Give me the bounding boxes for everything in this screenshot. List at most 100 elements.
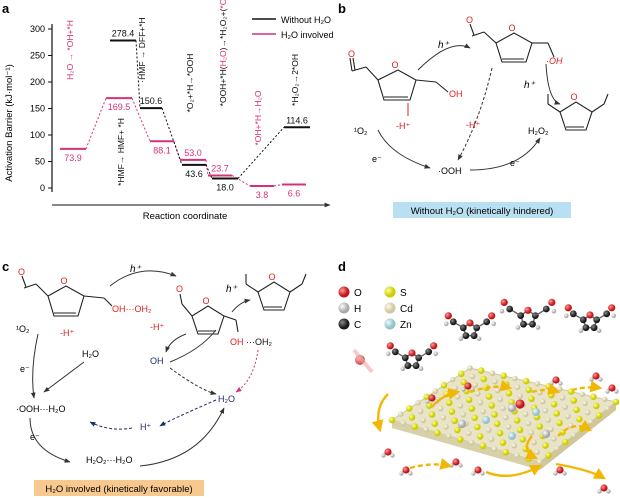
sulfur-atom: [525, 386, 533, 394]
sulfur-atom: [428, 411, 436, 418]
cadmium-atom: [551, 436, 557, 442]
carbon-atom: [462, 332, 470, 340]
oxidation-arrow-c1: [109, 270, 177, 287]
legend-atom-h: [338, 302, 350, 314]
cadmium-atom: [565, 413, 571, 420]
water-oxygen: [452, 458, 460, 466]
ooh-h2o-label: ·OOH···H₂O: [16, 404, 65, 414]
cadmium-atom: [397, 411, 404, 418]
cadmium-atom: [420, 417, 427, 424]
sulfur-atom: [562, 438, 569, 446]
cadmium-atom: [475, 391, 481, 397]
sulfur-atom: [426, 402, 433, 410]
oxygen-atom: [608, 304, 616, 312]
sulfur-atom: [508, 399, 515, 406]
step-label-h2o2-formation: *OOH+*H(H₂O)→*H₂O₂+(*OH): [218, 0, 228, 106]
cadmium-atom: [415, 399, 421, 406]
water-hydrogen: [558, 381, 563, 386]
hmf-aldehyde-oxygen: O: [348, 49, 355, 59]
e-label-c1: e⁻: [20, 364, 30, 374]
hydrogen-atom: [400, 366, 406, 372]
h2o-involved-value-label: 6.6: [288, 189, 301, 199]
hydrogen-atom: [535, 325, 541, 330]
h2o-involved-value-label: 169.5: [108, 102, 131, 112]
water-hydrogen: [425, 399, 430, 404]
dff-c-ring-oxygen: O: [268, 272, 275, 282]
water-hydrogen: [480, 471, 485, 476]
oxygen-atom: [564, 304, 572, 312]
step-label-h2o2-split: *H₂O₂→2*OH: [290, 54, 300, 106]
slab-surface: [390, 367, 618, 463]
cdzns-slab: [388, 365, 620, 470]
oxygen-trail: [352, 348, 374, 374]
h2o-involved-connector: [205, 159, 209, 176]
sulfur-atom: [434, 429, 441, 437]
water-hydrogen: [598, 377, 603, 382]
carbon-atom: [582, 324, 590, 332]
sulfur-atom: [573, 406, 580, 414]
sulfur-atom: [423, 393, 431, 401]
carbon-atom: [569, 310, 577, 318]
sulfur-atom: [595, 412, 603, 419]
cadmium-atom: [540, 398, 546, 405]
sulfur-atom: [519, 436, 527, 443]
hydrogen-atom: [433, 351, 439, 357]
cadmium-atom: [537, 459, 543, 465]
oxygen-atom: [500, 298, 508, 306]
panel-b: b O O OH O O ·OH: [338, 1, 609, 218]
surface-hydrogen-atom: [457, 419, 467, 429]
cadmium-atom: [480, 408, 487, 415]
without-h2o-value-label: 18.0: [216, 182, 234, 192]
sulfur-atom: [471, 414, 479, 422]
sulfur-atom: [590, 393, 597, 401]
sulfur-atom: [454, 426, 461, 434]
hplus-label-2: h⁺: [524, 80, 536, 91]
cadmium-atom: [528, 430, 535, 436]
proton-to-ooh-arrow: [89, 421, 133, 430]
sulfur-atom: [431, 420, 439, 428]
panel-a-letter: a: [2, 1, 10, 16]
cadmium-atom: [455, 394, 461, 400]
singlet-oxygen-c: ¹O₂: [16, 324, 30, 334]
zinc-atom: [532, 408, 540, 416]
water-hydrogen: [408, 471, 413, 476]
sulfur-atom: [468, 405, 476, 413]
hmf-molecule-c: [21, 275, 113, 317]
legend-atom-c: [338, 318, 350, 330]
y-tick-label: 0: [40, 183, 45, 193]
o2-reduction-arrow-c: [30, 333, 39, 399]
h2o-involved-connector: [231, 175, 251, 187]
sulfur-atom: [457, 436, 464, 443]
cadmium-atom: [571, 432, 577, 439]
water-oxygen: [428, 394, 436, 402]
flow-arrow-10: [524, 435, 539, 460]
sulfur-atom: [440, 382, 448, 389]
radical-aldehyde-oxygen: O: [466, 15, 473, 25]
water-hydrogen: [597, 489, 602, 494]
legend-atom-label: Cd: [400, 304, 413, 315]
hydrogen-atom: [458, 336, 464, 342]
flow-arrow-6: [409, 458, 453, 470]
cadmium-atom: [505, 424, 512, 430]
radical-c-ring-oxygen: O: [202, 296, 209, 306]
oxygen-atom: [430, 342, 438, 350]
water-oxygen: [592, 372, 600, 380]
h2o2-h2o-label: H₂O₂···H₂O: [86, 455, 132, 465]
sulfur-atom: [593, 402, 600, 410]
panel-b-caption-box: [393, 202, 571, 218]
step-label-hmf-dehydrogenation: *HMF→ HMF+ *H: [116, 118, 126, 186]
water-hydrogen: [390, 453, 395, 458]
legend-atom-cd: [384, 302, 396, 314]
sulfur-atom: [448, 408, 456, 416]
y-tick-label: 200: [30, 77, 45, 87]
cadmium-atom: [468, 439, 475, 446]
cadmium-atom: [486, 427, 492, 433]
without-h2o-connector: [237, 126, 285, 179]
hplus-label-c1: h⁺: [130, 264, 142, 275]
panel-c-caption-box: [34, 480, 204, 496]
legend-atom-label: Zn: [400, 320, 412, 331]
ring-oxygen-atom: [586, 311, 594, 319]
sulfur-atom: [406, 405, 413, 412]
